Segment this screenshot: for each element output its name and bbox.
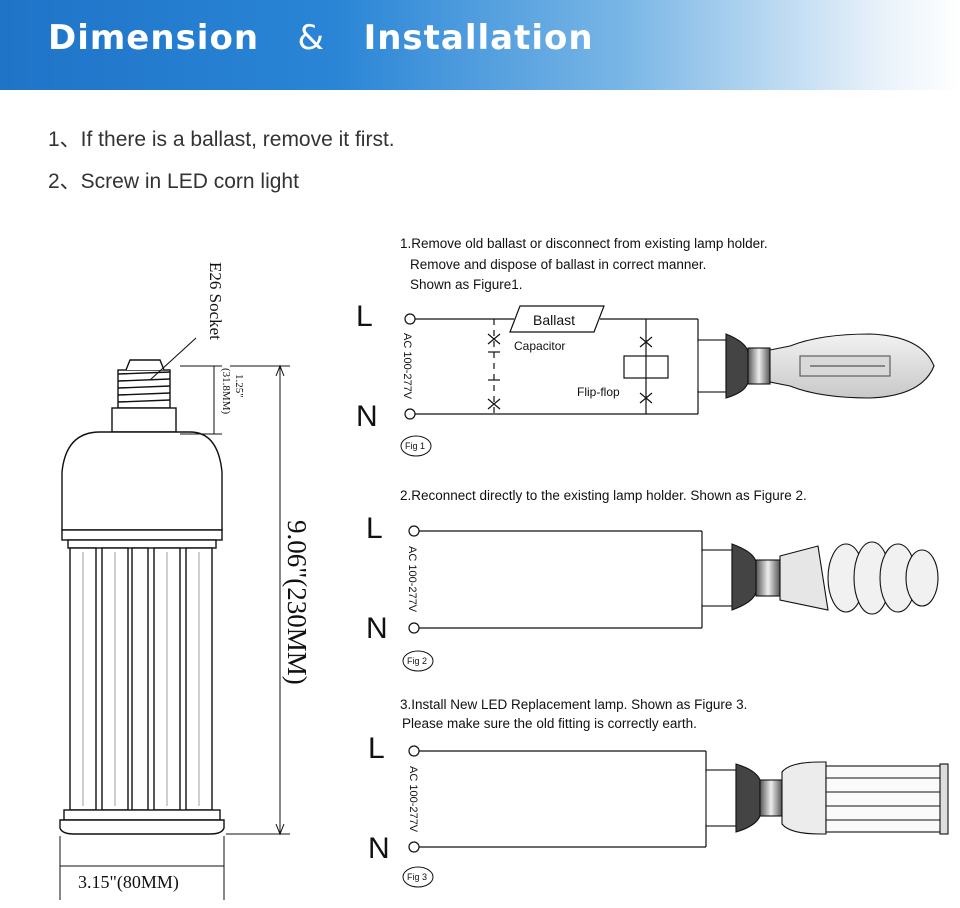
fig2-live-label: L — [366, 512, 383, 545]
title-part-installation: Installation — [363, 18, 594, 58]
fig2-tag: Fig 2 — [407, 656, 427, 666]
ballast-box — [509, 305, 605, 333]
led-strips — [69, 547, 213, 811]
fig2-wiring — [408, 525, 703, 634]
hid-bulb — [769, 333, 935, 399]
fig1-voltage-label: AC 100-277V — [401, 333, 413, 400]
fig2-neutral-label: N — [366, 612, 388, 645]
ballast-label: Ballast — [533, 312, 575, 328]
fig1-caption-line3: Shown as Figure1. — [410, 277, 523, 292]
lamp-end-cap — [63, 809, 221, 821]
title-ampersand: & — [297, 18, 326, 58]
fig3-tag: Fig 3 — [407, 872, 427, 882]
fig1-caption-line1: 1.Remove old ballast or disconnect from … — [400, 236, 768, 251]
fig1-neutral-label: N — [356, 400, 378, 433]
fig3-caption-line1: 3.Install New LED Replacement lamp. Show… — [400, 697, 747, 712]
led-corn-bulb — [781, 761, 949, 835]
socket-height-dimension — [180, 365, 222, 435]
page-title: Dimension & Installation — [48, 18, 594, 58]
figure-1: 1.Remove old ballast or disconnect from … — [356, 236, 935, 457]
figure-3: 3.Install New LED Replacement lamp. Show… — [368, 697, 949, 888]
fig2-voltage-label: AC 100-277V — [406, 546, 418, 613]
fig1-caption-line2: Remove and dispose of ballast in correct… — [410, 257, 706, 272]
total-height-dimension — [226, 364, 290, 836]
figure-2: 2.Reconnect directly to the existing lam… — [366, 488, 939, 672]
lamp-collar — [61, 529, 223, 541]
fig2-caption: 2.Reconnect directly to the existing lam… — [400, 488, 807, 503]
cfl-spiral-bulb — [779, 541, 939, 615]
fig3-wiring — [408, 745, 707, 853]
width-label: 3.15"(80MM) — [78, 872, 179, 893]
socket-height-inches: 1.25" — [233, 374, 245, 398]
instruction-step-1: 1、If there is a ballast, remove it first… — [48, 128, 395, 151]
fig3-voltage-label: AC 100-277V — [407, 766, 419, 833]
lamp-heatsink-dome — [61, 431, 223, 531]
flipflop-label: Flip-flop — [577, 385, 620, 399]
total-height-label: 9.06"(230MM) — [282, 520, 312, 685]
fig1-live-label: L — [356, 300, 373, 333]
fig3-live-label: L — [368, 732, 385, 765]
header-banner: Dimension & Installation — [0, 0, 960, 90]
fig3-caption-line2: Please make sure the old fitting is corr… — [402, 716, 697, 731]
width-dimension — [59, 836, 225, 900]
fig3-lamp-holder — [705, 763, 783, 833]
fig2-lamp-holder — [701, 543, 781, 611]
fig1-lamp-holder — [697, 333, 771, 399]
fig1-tag: Fig 1 — [405, 441, 425, 451]
socket-label: E26 Socket — [206, 262, 225, 340]
title-part-dimension: Dimension — [48, 18, 260, 58]
fig1-wiring — [404, 313, 699, 420]
instruction-step-2: 2、Screw in LED corn light — [48, 170, 299, 193]
corn-lamp-drawing — [59, 337, 290, 900]
socket-height-mm: (31.8MM) — [220, 368, 232, 414]
socket-leader-line — [149, 337, 197, 381]
fig3-neutral-label: N — [368, 832, 390, 865]
e26-screw-base — [111, 359, 177, 433]
capacitor-label: Capacitor — [514, 339, 565, 353]
